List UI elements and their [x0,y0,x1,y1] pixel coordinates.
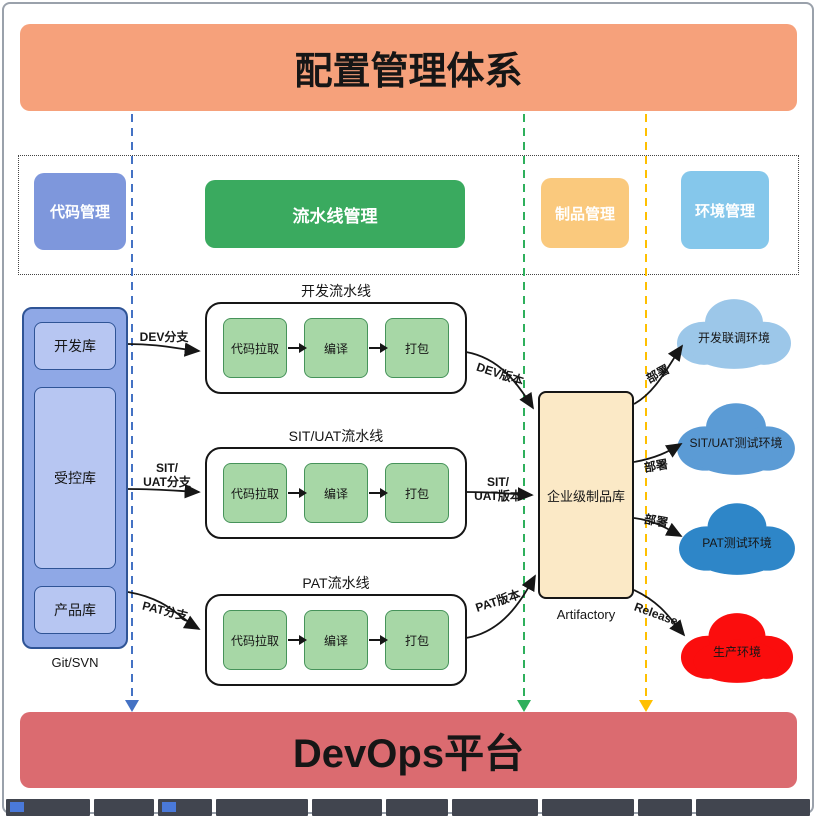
pipeline-situat: 代码拉取 编译 打包 [205,447,467,539]
fragment-chip [162,802,176,812]
step-package: 打包 [385,463,449,523]
dashed-line-code-arrowhead [125,700,139,712]
pipeline-dev-title: 开发流水线 [301,283,371,299]
repo-controlled: 受控库 [34,387,116,569]
category-pipeline-management: 流水线管理 [205,180,465,248]
fragment-cell [94,799,154,816]
category-code-management: 代码管理 [34,173,126,250]
category-environment-management: 环境管理 [681,171,769,249]
step-package: 打包 [385,318,449,378]
page-title: 配置管理体系 [294,51,523,93]
fragment-chip [10,802,24,812]
category-environment-label: 环境管理 [694,202,755,220]
label-deploy-situat: 部署 [642,457,669,475]
label-dev-version: DEV版本 [474,359,526,389]
cloud-icon [679,503,795,575]
label-deploy-pat: 部署 [642,512,670,530]
cloud-situat-environment: SIT/UAT测试环境 [674,398,798,478]
fragment-cell [696,799,810,816]
label-pat-branch: PAT分支 [140,598,190,624]
cloud-icon [680,613,794,683]
fragment-cell [6,799,90,816]
pipeline-pat: 代码拉取 编译 打包 [205,594,467,686]
label-situat-branch: SIT/ UAT分支 [143,461,191,490]
label-release-production: Release [632,599,680,629]
step-arrow-icon [368,343,388,353]
cloud-production-environment: 生产环境 [678,608,796,686]
step-code-pull: 代码拉取 [223,610,287,670]
fragment-cell [216,799,308,816]
cloud-pat-environment-label: PAT测试环境 [702,536,772,551]
cloud-dev-environment-label: 开发联调环境 [697,331,770,346]
category-artifact-label: 制品管理 [554,205,615,223]
step-arrow-icon [368,635,388,645]
categories-panel [18,155,799,275]
dashed-line-pipeline-arrowhead [517,700,531,712]
step-compile: 编译 [304,610,368,670]
cloud-dev-environment: 开发联调环境 [674,294,794,372]
fragment-cell [638,799,692,816]
source-control-container: 开发库 受控库 产品库 [22,307,128,649]
step-compile: 编译 [304,463,368,523]
dashed-line-artifact-arrowhead [639,700,653,712]
footer-title: DevOps平台 [292,732,525,776]
category-code-label: 代码管理 [49,204,110,221]
step-code-pull: 代码拉取 [223,463,287,523]
cloud-production-environment-label: 生产环境 [712,645,761,660]
step-arrow-icon [287,488,307,498]
step-code-pull: 代码拉取 [223,318,287,378]
step-arrow-icon [287,343,307,353]
step-arrow-icon [287,635,307,645]
source-control-caption: Git/SVN [51,655,99,670]
label-pat-version: PAT版本 [473,587,523,615]
cloud-icon [677,403,795,475]
fragment-cell [386,799,448,816]
cloud-situat-environment-label: SIT/UAT测试环境 [689,436,783,451]
header-banner: 配置管理体系 [20,24,797,111]
label-situat-version: SIT/ UAT版本 [474,475,522,504]
footer-banner: DevOps平台 [20,712,797,788]
pipeline-dev: 代码拉取 编译 打包 [205,302,467,394]
fragment-cell [542,799,634,816]
step-arrow-icon [368,488,388,498]
label-deploy-dev: 部署 [644,362,672,386]
artifact-repository-caption: Artifactory [556,607,616,622]
label-dev-branch: DEV分支 [139,330,189,344]
bottom-window-fragment [6,799,810,816]
fragment-cell [158,799,212,816]
cloud-icon [677,299,791,369]
step-compile: 编译 [304,318,368,378]
category-artifact-management: 制品管理 [541,178,629,248]
repo-dev: 开发库 [34,322,116,370]
step-package: 打包 [385,610,449,670]
artifact-repository: 企业级制品库 [538,391,634,599]
pipeline-situat-title: SIT/UAT流水线 [288,428,384,444]
category-pipeline-label: 流水线管理 [292,206,378,226]
fragment-cell [312,799,382,816]
pipeline-pat-title: PAT流水线 [302,575,370,591]
arrow-dev-branch [127,342,201,357]
cloud-pat-environment: PAT测试环境 [676,498,798,578]
fragment-cell [452,799,538,816]
repo-product: 产品库 [34,586,116,634]
